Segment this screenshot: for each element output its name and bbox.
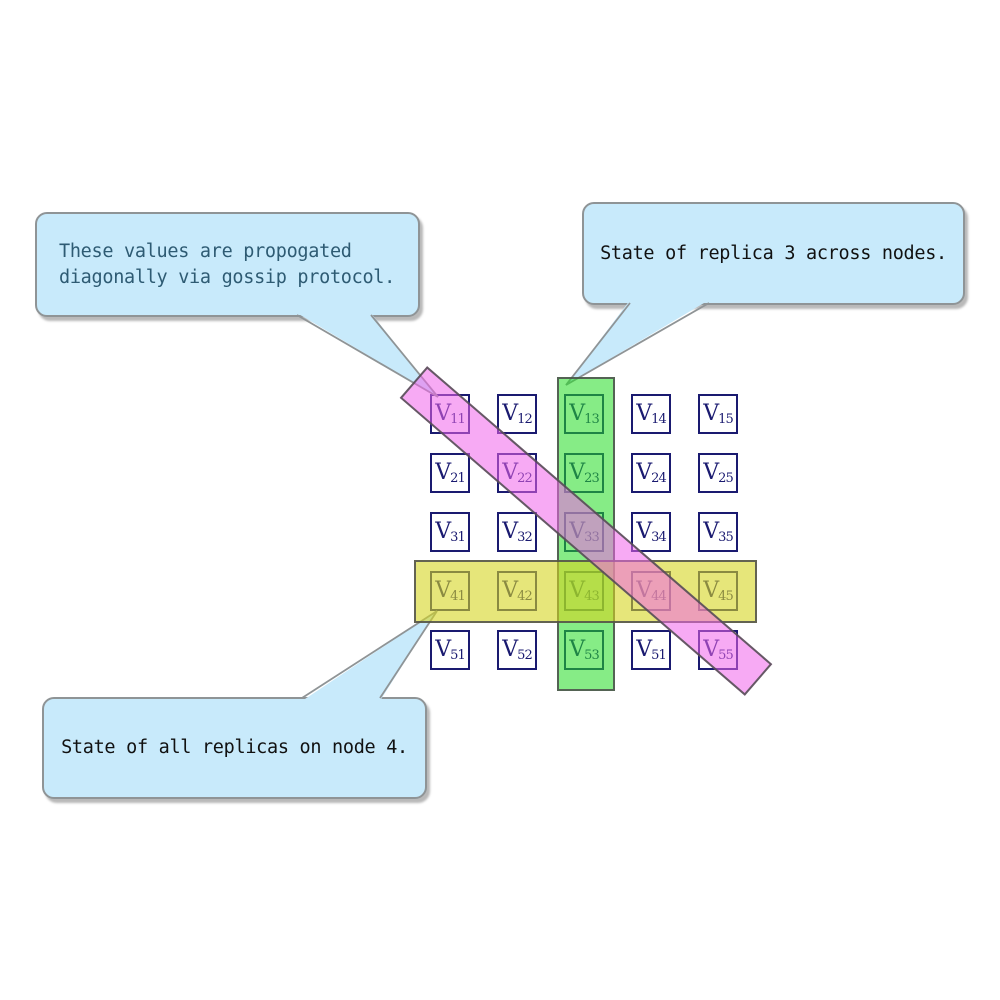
callout-gossip-line-2: diagonally via gossip protocol. — [59, 266, 395, 288]
callout-node4-line: State of all replicas on node 4. — [61, 737, 408, 758]
callout-node4-tail-edge — [301, 610, 438, 699]
callout-node4-tail — [302, 611, 437, 701]
callout-replica3-tail-edge — [565, 302, 710, 386]
callout-replica3: State of replica 3 across nodes. — [582, 202, 965, 305]
callout-gossip: These values are propogated diagonally v… — [35, 212, 420, 317]
callout-replica3-line: State of replica 3 across nodes. — [600, 242, 947, 264]
callout-node4: State of all replicas on node 4. — [42, 697, 427, 799]
callout-replica3-tail — [566, 300, 709, 385]
callout-gossip-line-1: These values are propogated — [59, 240, 352, 262]
